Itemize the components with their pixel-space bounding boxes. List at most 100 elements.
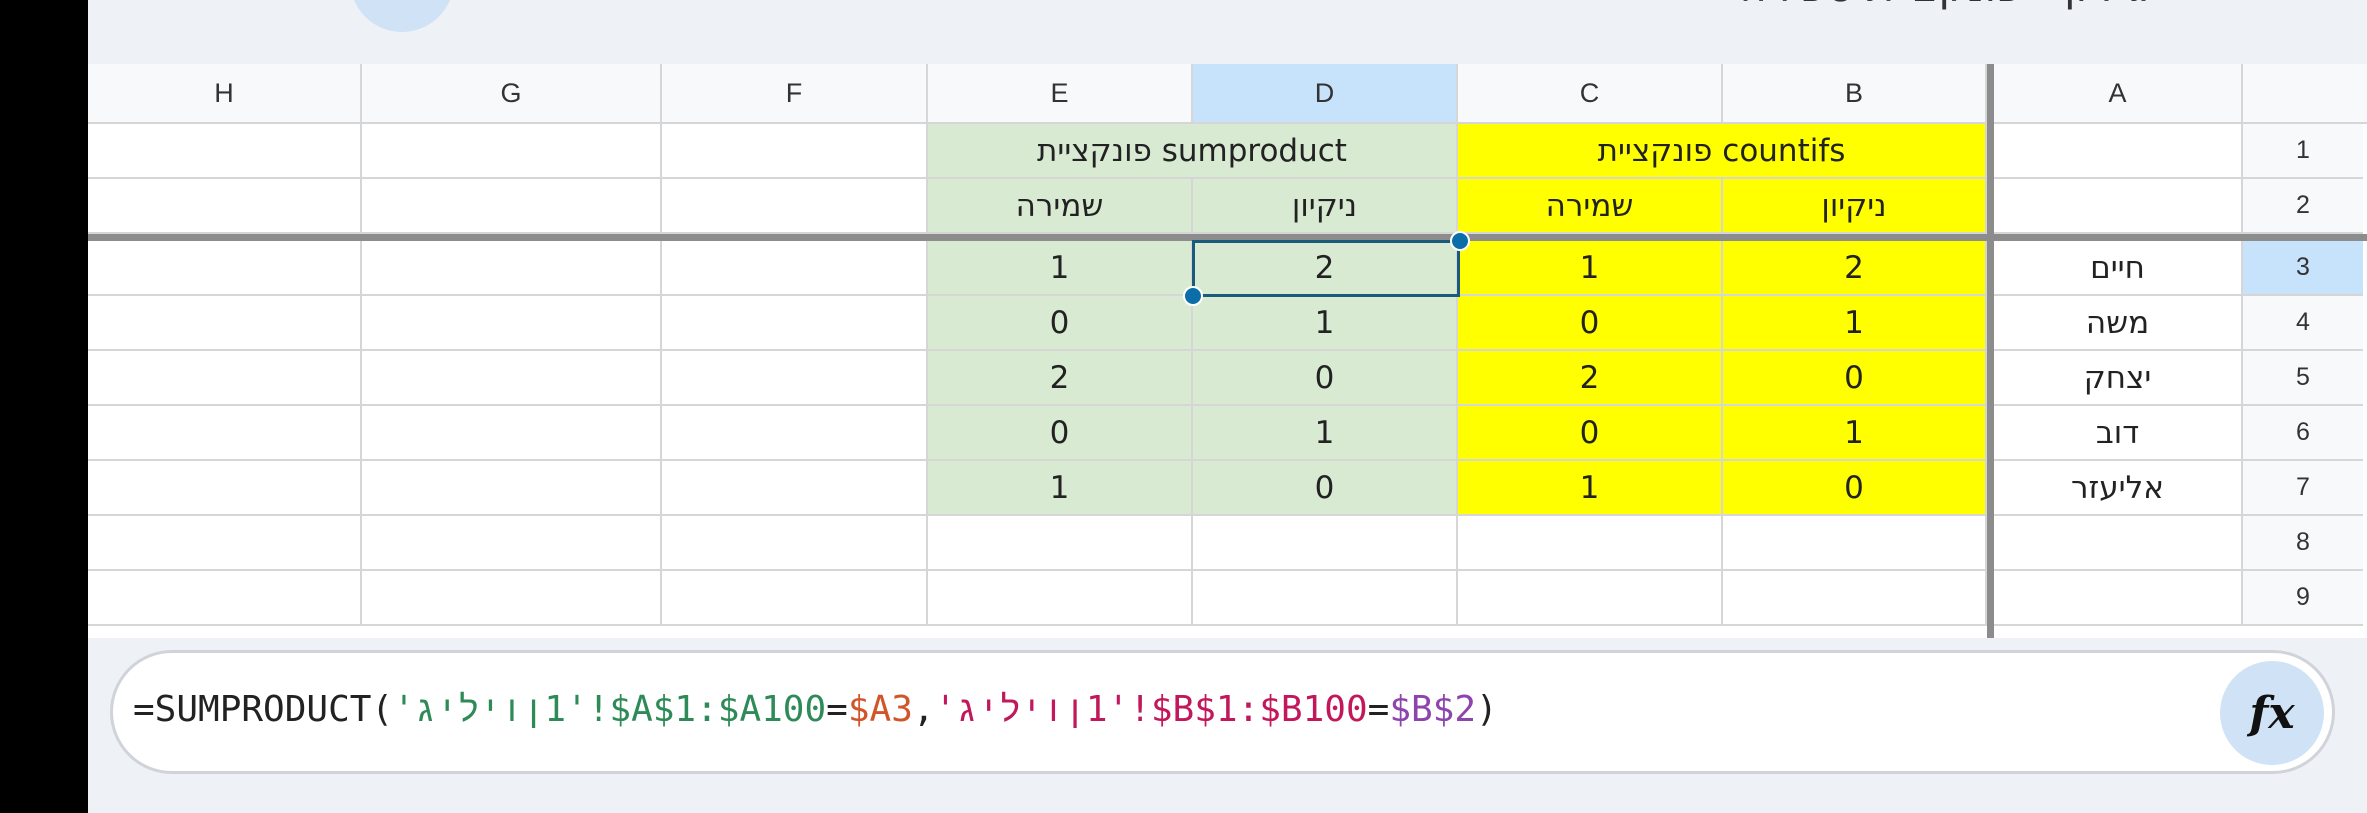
column-header-h[interactable]: H xyxy=(88,64,362,124)
cell-h7[interactable] xyxy=(88,461,362,516)
cell-f8[interactable] xyxy=(662,516,928,571)
cell-a2[interactable] xyxy=(1994,179,2243,234)
formula-bar[interactable]: =SUMPRODUCT('גיליון1'!$A$1:$A100=$A3,'גי… xyxy=(110,650,2335,774)
cell-h4[interactable] xyxy=(88,296,362,351)
frozen-row-divider[interactable] xyxy=(88,234,2367,241)
cell-b5[interactable]: 0 xyxy=(1723,351,1987,406)
formula-operator-1: = xyxy=(826,689,848,730)
cell-e4[interactable]: 0 xyxy=(928,296,1193,351)
cell-b2[interactable]: ניקיון xyxy=(1723,179,1987,234)
cell-e2[interactable]: שמירה xyxy=(928,179,1193,234)
cell-f6[interactable] xyxy=(662,406,928,461)
cell-b3[interactable]: 2 xyxy=(1723,241,1987,296)
select-all-corner[interactable] xyxy=(2243,64,2367,124)
cell-a6[interactable]: דוב xyxy=(1994,406,2243,461)
spreadsheet-grid[interactable]: H G F E D C B A 1 2 3 4 5 6 7 8 9 xyxy=(88,64,2367,638)
selection-handle-bottom[interactable] xyxy=(1183,286,1203,306)
cell-c8[interactable] xyxy=(1458,516,1723,571)
cell-g7[interactable] xyxy=(362,461,662,516)
row-header-8[interactable]: 8 xyxy=(2243,516,2363,571)
cell-f3[interactable] xyxy=(662,241,928,296)
cell-a7[interactable]: אליעזר xyxy=(1994,461,2243,516)
row-header-3[interactable]: 3 xyxy=(2243,241,2363,296)
row-header-7[interactable]: 7 xyxy=(2243,461,2363,516)
formula-close-paren: ) xyxy=(1476,689,1498,730)
cell-g1[interactable] xyxy=(362,124,662,179)
cell-f9[interactable] xyxy=(662,571,928,626)
cell-f4[interactable] xyxy=(662,296,928,351)
cell-b7[interactable]: 0 xyxy=(1723,461,1987,516)
cell-f7[interactable] xyxy=(662,461,928,516)
cell-e3[interactable]: 1 xyxy=(928,241,1193,296)
cell-f5[interactable] xyxy=(662,351,928,406)
cell-e8[interactable] xyxy=(928,516,1193,571)
cell-f2[interactable] xyxy=(662,179,928,234)
cell-c2[interactable]: שמירה xyxy=(1458,179,1723,234)
cell-c5[interactable]: 2 xyxy=(1458,351,1723,406)
cell-b4[interactable]: 1 xyxy=(1723,296,1987,351)
cell-h3[interactable] xyxy=(88,241,362,296)
cell-e7[interactable]: 1 xyxy=(928,461,1193,516)
cell-g4[interactable] xyxy=(362,296,662,351)
cell-a5[interactable]: יצחק xyxy=(1994,351,2243,406)
cell-c4[interactable]: 0 xyxy=(1458,296,1723,351)
row-header-6[interactable]: 6 xyxy=(2243,406,2363,461)
cell-h5[interactable] xyxy=(88,351,362,406)
cell-a4[interactable]: משה xyxy=(1994,296,2243,351)
cell-d9[interactable] xyxy=(1193,571,1458,626)
cell-d4[interactable]: 1 xyxy=(1193,296,1458,351)
column-header-f[interactable]: F xyxy=(662,64,928,124)
cell-c9[interactable] xyxy=(1458,571,1723,626)
cell-a3[interactable]: חיים xyxy=(1994,241,2243,296)
cell-d5[interactable]: 0 xyxy=(1193,351,1458,406)
column-header-b[interactable]: B xyxy=(1723,64,1987,124)
cell-e5[interactable]: 2 xyxy=(928,351,1193,406)
cell-a8[interactable] xyxy=(1994,516,2243,571)
row-header-9[interactable]: 9 xyxy=(2243,571,2363,626)
row-header-1[interactable]: 1 xyxy=(2243,124,2363,179)
cell-h8[interactable] xyxy=(88,516,362,571)
cell-d6[interactable]: 1 xyxy=(1193,406,1458,461)
cell-g3[interactable] xyxy=(362,241,662,296)
cell-g5[interactable] xyxy=(362,351,662,406)
top-toolbar-button[interactable] xyxy=(350,0,454,32)
cell-h9[interactable] xyxy=(88,571,362,626)
cell-g2[interactable] xyxy=(362,179,662,234)
selection-handle-top[interactable] xyxy=(1450,231,1470,251)
cell-h2[interactable] xyxy=(88,179,362,234)
cell-b8[interactable] xyxy=(1723,516,1987,571)
cell-a9[interactable] xyxy=(1994,571,2243,626)
row-header-4[interactable]: 4 xyxy=(2243,296,2363,351)
cell-h6[interactable] xyxy=(88,406,362,461)
cell-c7[interactable]: 1 xyxy=(1458,461,1723,516)
cell-b6[interactable]: 1 xyxy=(1723,406,1987,461)
cell-b1-merged[interactable]: פונקציית countifs xyxy=(1458,124,1987,179)
column-header-a[interactable]: A xyxy=(1994,64,2243,124)
cell-f1[interactable] xyxy=(662,124,928,179)
sheet-title: גיליון - פונקציית ספירה xyxy=(1739,0,2147,11)
column-header-g[interactable]: G xyxy=(362,64,662,124)
column-header-e[interactable]: E xyxy=(928,64,1193,124)
fx-button[interactable]: fx xyxy=(2220,661,2324,765)
cell-a1[interactable] xyxy=(1994,124,2243,179)
cell-d1-merged[interactable]: פונקציית sumproduct xyxy=(928,124,1458,179)
row-header-2[interactable]: 2 xyxy=(2243,179,2363,234)
formula-input[interactable]: =SUMPRODUCT('גיליון1'!$A$1:$A100=$A3,'גי… xyxy=(133,689,1498,732)
cell-e6[interactable]: 0 xyxy=(928,406,1193,461)
cell-d8[interactable] xyxy=(1193,516,1458,571)
cell-d2[interactable]: ניקיון xyxy=(1193,179,1458,234)
frozen-column-divider[interactable] xyxy=(1987,64,1994,638)
cell-g9[interactable] xyxy=(362,571,662,626)
cell-c6[interactable]: 0 xyxy=(1458,406,1723,461)
cell-h1[interactable] xyxy=(88,124,362,179)
column-header-c[interactable]: C xyxy=(1458,64,1723,124)
cell-d3[interactable]: 2 xyxy=(1193,241,1458,296)
cell-g8[interactable] xyxy=(362,516,662,571)
column-header-d[interactable]: D xyxy=(1193,64,1458,124)
cell-e9[interactable] xyxy=(928,571,1193,626)
row-header-5[interactable]: 5 xyxy=(2243,351,2363,406)
cell-d7[interactable]: 0 xyxy=(1193,461,1458,516)
cell-c3[interactable]: 1 xyxy=(1458,241,1723,296)
cell-b9[interactable] xyxy=(1723,571,1987,626)
cell-g6[interactable] xyxy=(362,406,662,461)
